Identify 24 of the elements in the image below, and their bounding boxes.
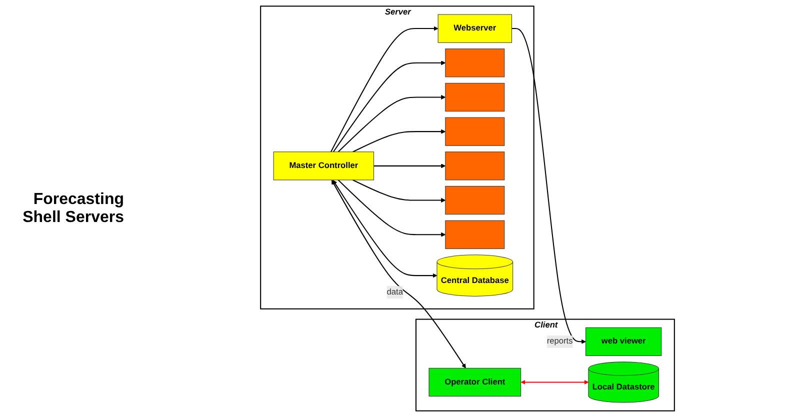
arrow bbox=[352, 180, 446, 203]
arrow bbox=[352, 129, 446, 152]
arrow bbox=[374, 164, 446, 168]
arrow bbox=[330, 26, 438, 152]
node-box: Webserver bbox=[438, 14, 512, 43]
arrow bbox=[520, 380, 589, 385]
node-box: web viewer bbox=[586, 327, 662, 356]
node-bar bbox=[445, 82, 505, 112]
edge-label: reports bbox=[546, 336, 573, 346]
arrow bbox=[338, 180, 446, 237]
edge-label: data bbox=[386, 288, 403, 296]
arrow bbox=[332, 60, 446, 152]
node-box: Operator Client bbox=[428, 368, 522, 397]
arrow bbox=[332, 180, 438, 278]
node-bar bbox=[445, 186, 505, 215]
node-bar bbox=[445, 117, 505, 146]
arrow bbox=[331, 180, 466, 368]
arrow bbox=[338, 94, 446, 152]
arrow bbox=[512, 28, 586, 344]
node-bar bbox=[445, 48, 505, 78]
node-bar bbox=[445, 152, 505, 180]
node-bar bbox=[445, 220, 505, 249]
side-label: Forecasting Shell Servers bbox=[22, 190, 124, 226]
node-box: Master Controller bbox=[273, 152, 374, 180]
